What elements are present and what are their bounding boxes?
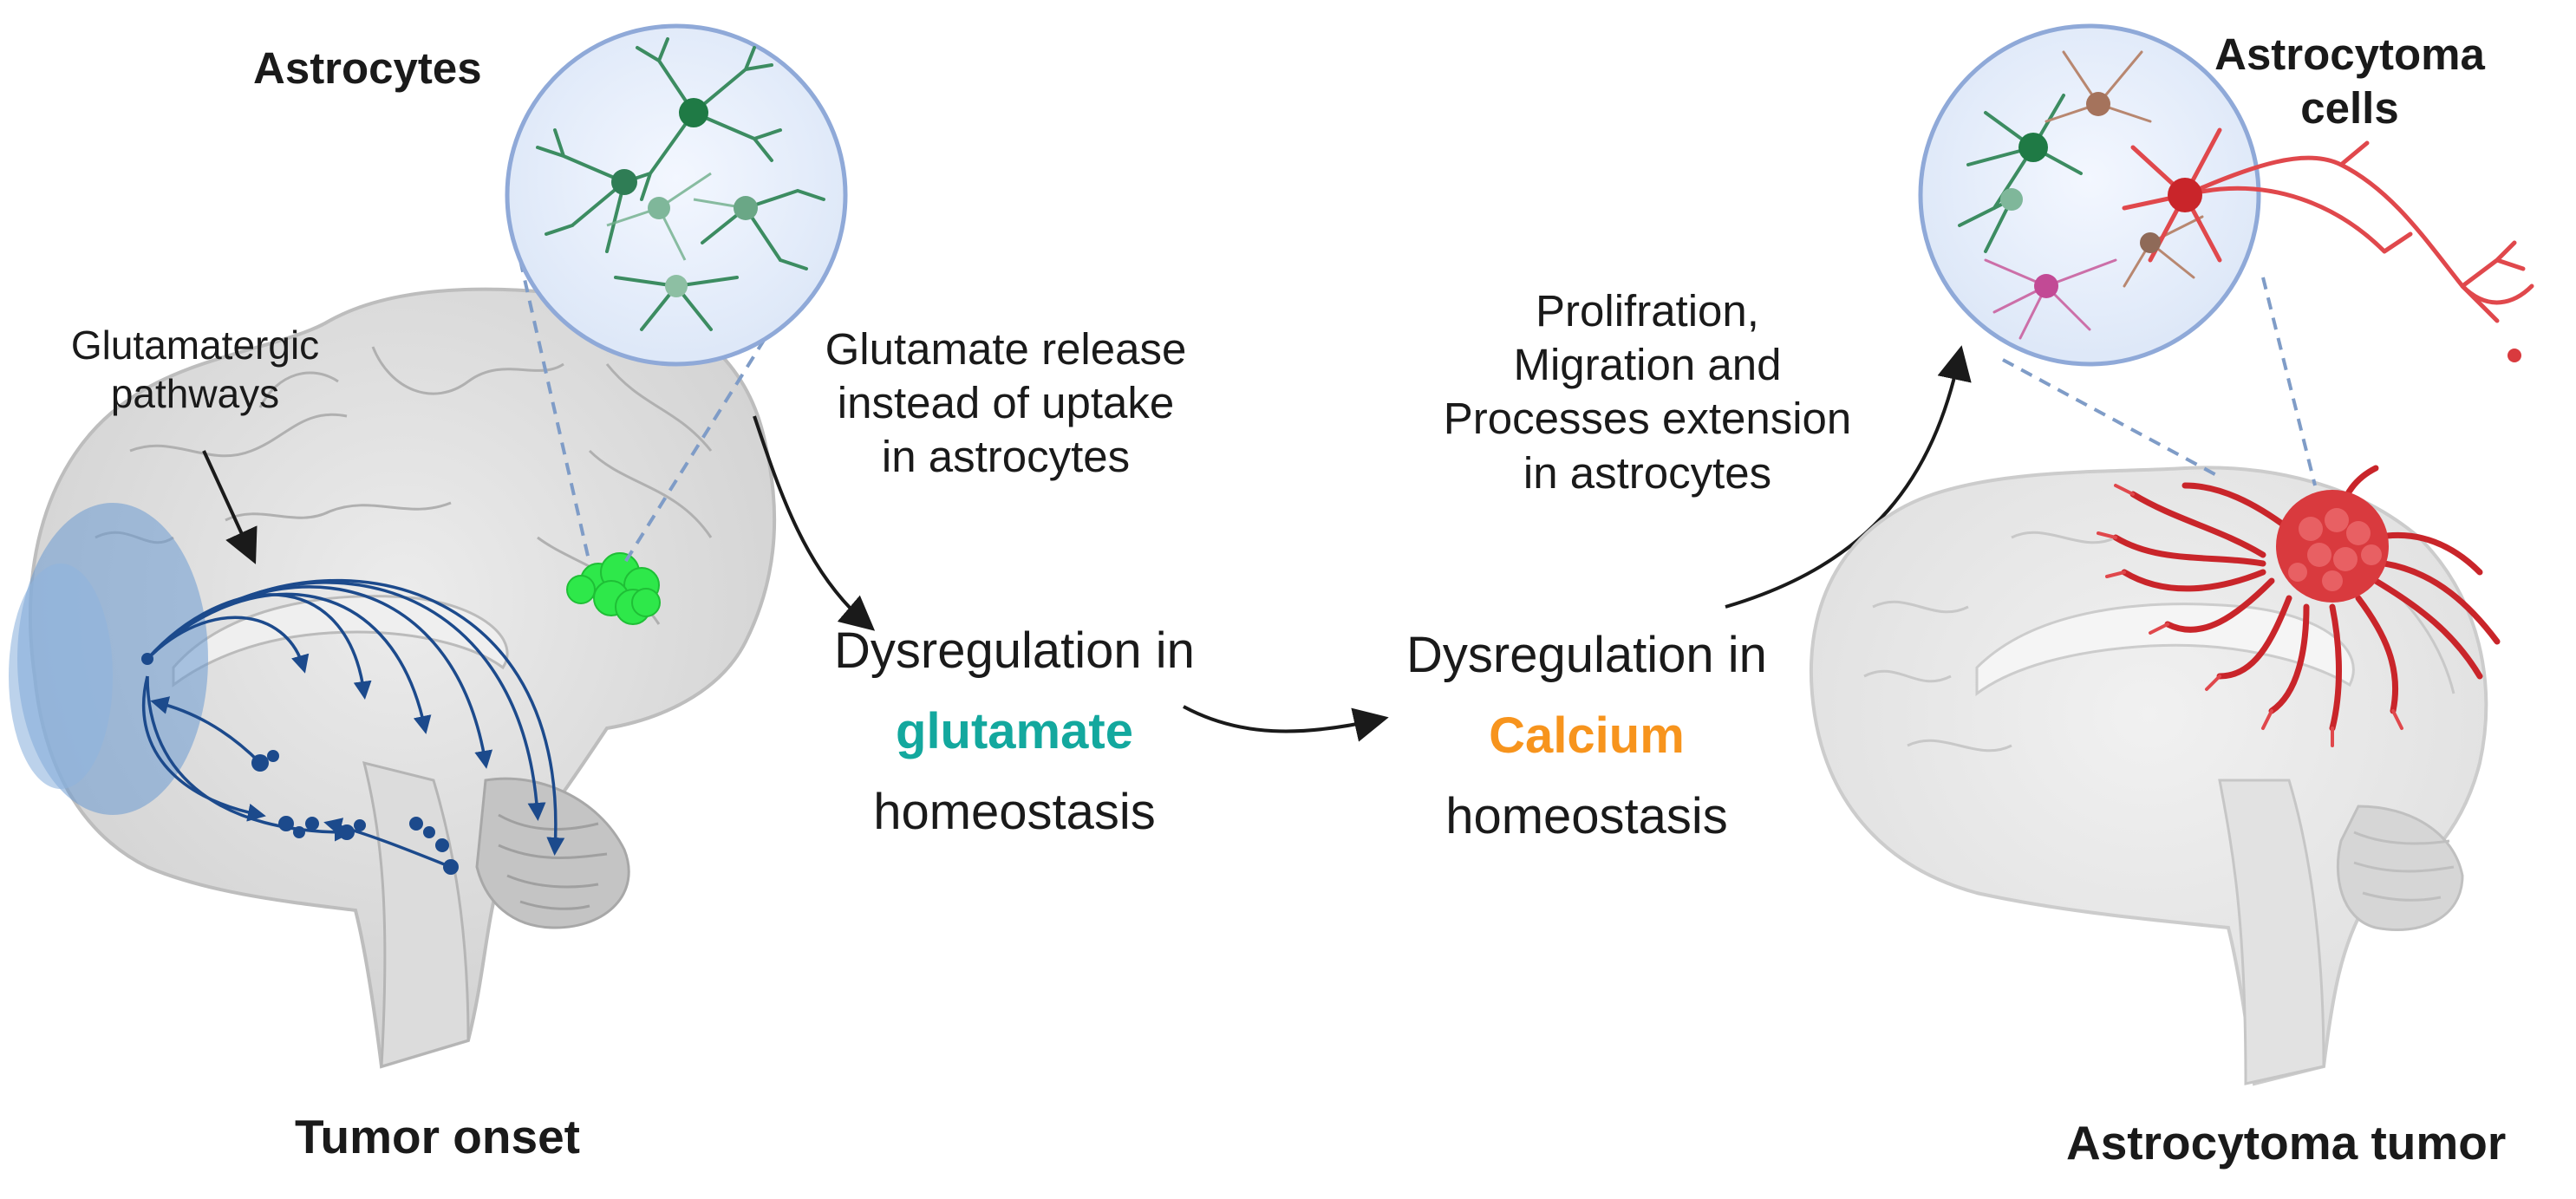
astrocytoma-cells-label: Astrocytoma cells — [2185, 28, 2514, 135]
prolif-line-4: in astrocytes — [1523, 447, 1772, 498]
left-brain-illustration — [9, 287, 777, 1069]
release-line-3: in astrocytes — [881, 432, 1131, 482]
prolif-line-1: Prolifration, — [1536, 286, 1759, 336]
prolif-line-2: Migration and — [1513, 340, 1782, 390]
glutamate-dysregulation-label: Dysregulation in glutamate homeostasis — [772, 611, 1257, 852]
glutamatergic-pointer-arrow — [202, 450, 258, 564]
tumor-onset-label: Tumor onset — [295, 1110, 580, 1163]
arrow-to-glutamate — [753, 415, 876, 631]
dys1-line-3: homeostasis — [873, 783, 1156, 840]
glutamate-release-label: Glutamate release instead of uptake in a… — [780, 323, 1231, 485]
glutamatergic-pathways-label: Glutamatergic pathways — [52, 321, 338, 418]
arrow-to-astrocytoma — [1725, 345, 1972, 609]
release-line-1: Glutamate release — [825, 324, 1187, 374]
dys2-line-1: Dysregulation in — [1406, 627, 1767, 683]
astrocytes-magnifier — [505, 23, 848, 367]
glutamatergic-line-2: pathways — [110, 371, 280, 417]
dys1-line-1: Dysregulation in — [834, 622, 1195, 679]
glutamate-keyword: glutamate — [896, 702, 1133, 759]
release-line-2: instead of uptake — [837, 378, 1175, 428]
proliferation-label: Prolifration, Migration and Processes ex… — [1387, 284, 1908, 500]
right-zoom-lines — [2002, 277, 2317, 486]
calcium-dysregulation-label: Dysregulation in Calcium homeostasis — [1344, 616, 1829, 857]
glutamatergic-line-1: Glutamatergic — [70, 323, 320, 368]
left-zoom-lines — [518, 259, 799, 565]
dys2-line-3: homeostasis — [1445, 787, 1728, 844]
astrocytoma-cells-line-1: Astrocytoma — [2214, 29, 2485, 79]
prolif-line-3: Processes extension — [1443, 394, 1852, 444]
arrow-glutamate-to-calcium — [1183, 705, 1389, 742]
astrocytes-label: Astrocytes — [253, 43, 482, 93]
astrocytoma-magnifier — [1918, 23, 2534, 367]
astrocytoma-cells-line-2: cells — [2300, 83, 2399, 134]
right-brain-illustration — [1809, 465, 2501, 1086]
calcium-keyword: Calcium — [1489, 707, 1685, 764]
astrocytoma-tumor-label: Astrocytoma tumor — [2066, 1116, 2507, 1170]
